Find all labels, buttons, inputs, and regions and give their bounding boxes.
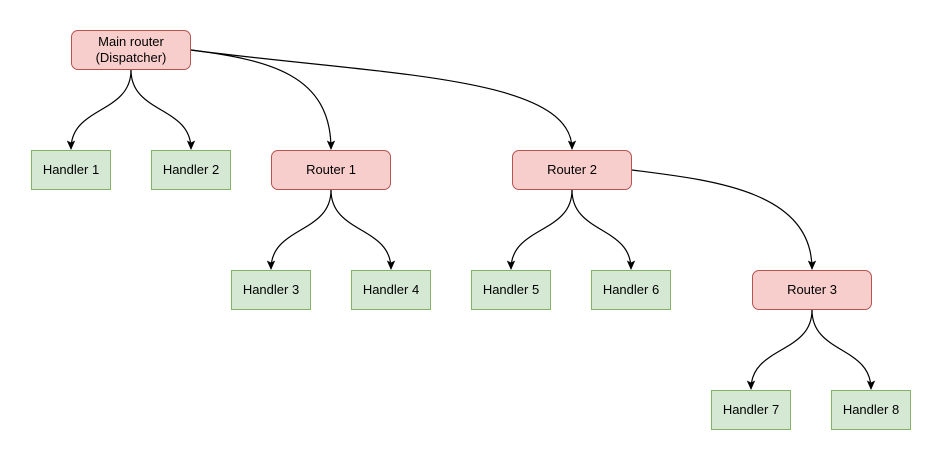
edge-router3-to-handler-7: [746, 309, 813, 390]
node-main-router: Main router (Dispatcher): [71, 30, 191, 70]
node-handler-8: Handler 8: [831, 390, 911, 430]
edge-main-to-handler-1: [66, 69, 132, 150]
edge-main-to-handler-2: [130, 69, 196, 150]
node-handler-7: Handler 7: [711, 390, 791, 430]
edge-router1-to-handler-4: [330, 189, 396, 270]
edge-router2-to-router-3: [631, 169, 817, 270]
node-handler-3: Handler 3: [231, 270, 311, 310]
node-handler-4: Handler 4: [351, 270, 431, 310]
edge-main-to-router-1: [190, 49, 336, 150]
edge-router2-to-handler-5: [506, 189, 573, 270]
node-router-1: Router 1: [271, 150, 391, 190]
node-router-2: Router 2: [512, 150, 632, 190]
node-router-3: Router 3: [752, 270, 872, 310]
edge-router2-to-handler-6: [571, 189, 636, 270]
node-handler-5: Handler 5: [471, 270, 551, 310]
edge-router3-to-handler-8: [811, 309, 876, 390]
edge-router1-to-handler-3: [266, 189, 332, 270]
node-handler-2: Handler 2: [151, 150, 231, 190]
edge-main-to-router-2: [190, 49, 577, 150]
node-handler-6: Handler 6: [591, 270, 671, 310]
node-handler-1: Handler 1: [31, 150, 111, 190]
